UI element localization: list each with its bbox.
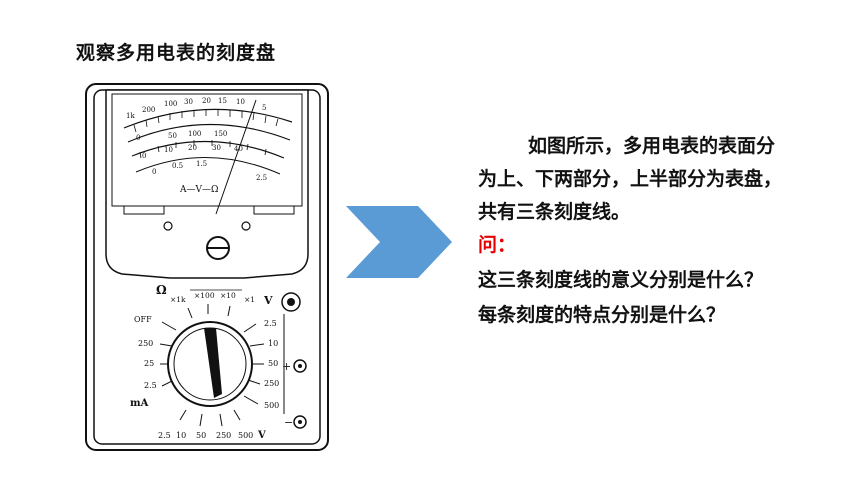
ac-scale-label: 0 — [152, 168, 156, 176]
linear-scale-label: 20 — [188, 144, 197, 152]
plus-terminal-label: + — [282, 360, 291, 373]
ohm-scale-label: 100 — [164, 100, 177, 108]
bottom-range-label: 2.5 — [158, 431, 171, 440]
off-label: OFF — [134, 315, 152, 324]
question-label: 问： — [478, 234, 517, 256]
question-line: 每条刻度的特点分别是什么？ — [478, 304, 726, 326]
linear-scale-label: 10 — [164, 146, 173, 154]
bottom-volt-label: V — [257, 430, 266, 441]
chevron-arrow-icon — [346, 206, 452, 278]
linear-scale-label: 100 — [188, 130, 201, 138]
volt-symbol: V — [263, 294, 273, 307]
bottom-range-label: 10 — [176, 431, 186, 440]
ohm-symbol: Ω — [156, 283, 167, 297]
ohm-scale-label: 10 — [236, 98, 245, 106]
milliamp-label: mA — [130, 398, 149, 409]
left-range-label: 2.5 — [144, 381, 157, 390]
minus-terminal-label: − — [284, 416, 293, 429]
bottom-range-label: 500 — [238, 431, 253, 440]
ohm-scale-label: 200 — [142, 106, 155, 114]
ohm-range-label: ×1 — [244, 295, 255, 304]
ohm-scale-label: 1k — [126, 112, 135, 120]
ohm-scale-label: 20 — [202, 97, 211, 105]
bottom-range-label: 250 — [216, 431, 231, 440]
ac-scale-label: 2.5 — [256, 174, 267, 182]
linear-scale-label: 0 — [136, 134, 140, 142]
right-range-label: 250 — [264, 379, 279, 388]
right-range-label: 2.5 — [264, 319, 277, 328]
ohm-range-label: ×100 — [194, 291, 215, 300]
right-range-label: 10 — [268, 339, 278, 348]
ac-scale-label: 1.5 — [196, 160, 207, 168]
paragraph-line: 为上、下两部分，上半部分为表盘， — [478, 168, 783, 190]
ac-scale-label: 0.5 — [172, 162, 183, 170]
multimeter-illustration: 1k 200 100 30 20 15 10 5 0 50 100 150 0 … — [85, 83, 329, 451]
left-range-label: 25 — [144, 359, 154, 368]
bottom-range-label: 50 — [196, 431, 206, 440]
paragraph-line: 如图所示，多用电表的表面分 — [528, 135, 776, 157]
linear-scale-label: 30 — [212, 144, 221, 152]
right-range-label: 500 — [264, 401, 279, 410]
ohm-scale-label: 15 — [218, 97, 227, 105]
ohm-range-label: ×1k — [170, 295, 186, 304]
ohm-range-label: ×10 — [220, 291, 236, 300]
page-title: 观察多用电表的刻度盘 — [76, 42, 277, 64]
explanation-text: 如图所示，多用电表的表面分 为上、下两部分，上半部分为表盘， 共有三条刻度线。 … — [478, 130, 850, 332]
ohm-scale-label: 5 — [262, 104, 266, 112]
paragraph-line: 共有三条刻度线。 — [478, 201, 631, 223]
right-range-label: 50 — [268, 359, 278, 368]
linear-scale-label: 150 — [214, 130, 227, 138]
ohm-scale-label: 30 — [184, 98, 193, 106]
dial-unit-label: A—V—Ω — [179, 185, 218, 195]
linear-scale-label: 50 — [168, 132, 177, 140]
linear-scale-label: 0 — [142, 152, 146, 160]
left-range-label: 250 — [138, 339, 153, 348]
question-line: 这三条刻度线的意义分别是什么？ — [478, 269, 764, 291]
